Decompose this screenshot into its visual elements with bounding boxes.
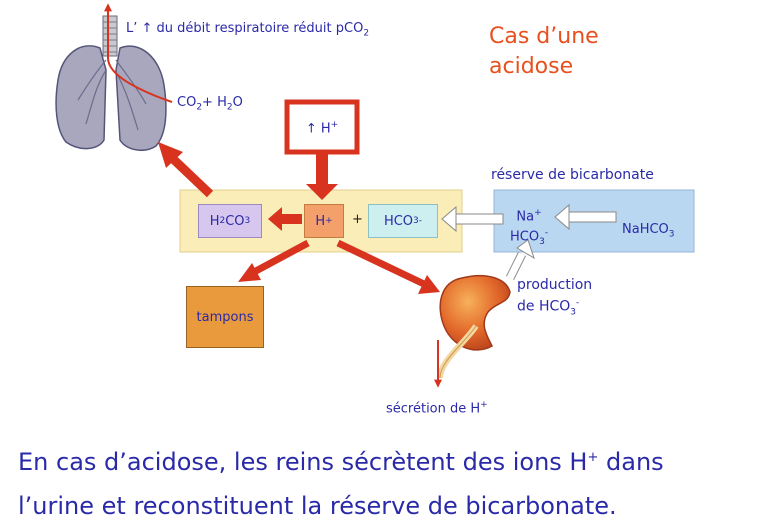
h2co3-h: H [209,213,220,229]
h2o-sub: 2 [226,102,233,113]
hco3-line: HCO3- [510,225,548,251]
nahco3-text: NaHCO [622,222,669,237]
secretion-text: sécrétion de H [386,401,481,417]
na-text: Na [516,209,535,225]
caption: En cas d’acidose, les reins sécrètent de… [18,436,664,528]
h2co3-co-sub: 3 [244,216,251,226]
production-sup: - [576,298,580,308]
caption-line-1: En cas d’acidose, les reins sécrètent de… [18,436,664,484]
reserve-hco3-sub: 3 [539,237,545,248]
up-arrow-icon: ↑ [141,21,153,36]
arrow-h-to-tampons [238,239,310,282]
respiratory-label-prefix: L’ [126,21,142,36]
title-line-1: Cas d’une [489,24,599,49]
up-arrow-icon: ↑ [305,121,317,137]
hco3-sub: 3 [413,216,419,226]
arrow-h-to-kidney [336,239,440,294]
diagram-title: Cas d’une acidose [489,22,599,82]
reserve-hco3-sup: - [544,228,549,239]
caption-line-2: l’urine et reconstituent la réserve de b… [18,492,617,520]
production-sub: 3 [570,307,577,318]
h2co3-h-sub: 2 [219,216,226,226]
reserve-label: réserve de bicarbonate [491,167,654,183]
arrow-h-increase-to-h [306,152,338,200]
na-sup: + [534,208,542,218]
hco3-sup: - [418,216,423,226]
nahco3-sub: 3 [668,229,675,240]
reserve-hco3-text: HCO [510,229,540,245]
production-line-1: production [517,277,593,293]
respiratory-label-sub: 2 [363,28,370,39]
co2-h2o-label: CO2+ H2O [177,95,243,113]
secretion-sup: + [480,400,488,410]
plus-sign: + [352,212,363,227]
h-increase-text: H [316,121,331,137]
lungs-illustration [55,3,173,152]
tampons-text: tampons [196,309,254,325]
na-line: Na+ [510,205,548,225]
hco3-text: HCO [383,213,414,229]
title-line-2: acidose [489,54,574,79]
h-increase-label: ↑ H+ [300,120,344,136]
h-ion-sup: + [325,216,333,226]
production-hco3-text: de HCO [517,298,571,315]
arrow-production-to-reserve [505,239,535,281]
arrow-h-to-h2co3 [268,207,302,231]
caption-line-1b: dans [598,448,664,476]
tampons-box: tampons [186,286,264,348]
h2co3-co: CO [225,213,245,229]
arrow-nahco3-to-na-hco3 [554,203,617,231]
respiratory-label: L’ ↑ du débit respiratoire réduit pCO2 [126,21,369,39]
h-ion-box: H+ [304,204,344,238]
h2o-text: O [232,95,243,110]
plus-h-text: + H [202,95,227,110]
h-ion-text: H [315,213,326,229]
arrow-reserve-to-hco3 [441,205,504,233]
kidney-illustration [434,274,511,388]
caption-sup: + [587,450,599,465]
production-label: production de HCO3- [517,276,592,321]
caption-line-1a: En cas d’acidose, les reins sécrètent de… [18,448,588,476]
arrow-panel-to-lungs [158,142,214,198]
co2-text: CO [177,95,197,110]
co2-sub: 2 [196,102,203,113]
respiratory-label-text: du débit respiratoire réduit pCO [152,21,364,36]
na-hco3-label: Na+ HCO3- [510,205,548,251]
secretion-label: sécrétion de H+ [386,400,488,416]
nahco3-label: NaHCO3 [622,222,675,240]
production-line-2: de HCO3- [517,294,592,321]
h-increase-sup: + [330,120,339,130]
